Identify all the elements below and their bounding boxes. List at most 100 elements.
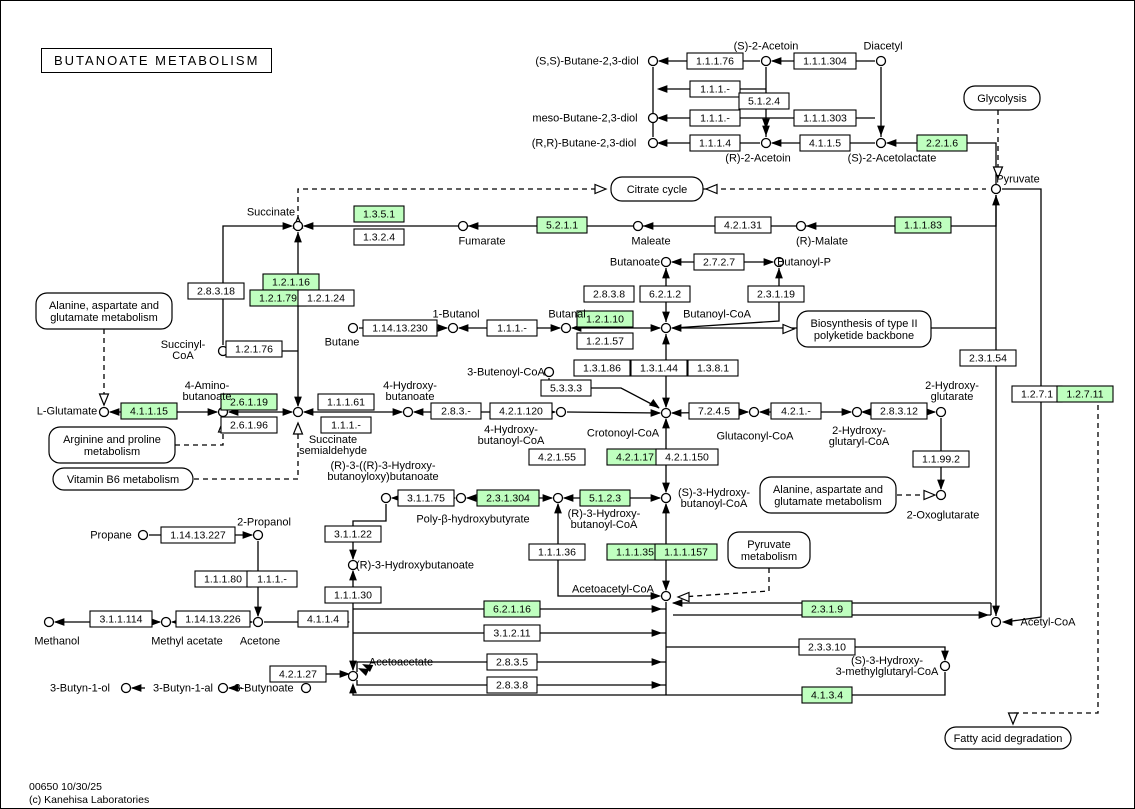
enzyme-box-4-2-1[interactable]: 4.2.1.- [770, 402, 822, 420]
compound-node[interactable] [647, 137, 659, 149]
compound-node[interactable] [660, 256, 672, 268]
compound-node[interactable] [760, 137, 772, 149]
compound-node[interactable] [660, 492, 672, 504]
enzyme-box-1-1-1-83[interactable]: 1.1.1.83 [894, 216, 952, 234]
compound-node[interactable] [647, 55, 659, 67]
enzyme-box-1-1-1[interactable]: 1.1.1.- [320, 416, 372, 434]
enzyme-box-4-2-1-17[interactable]: 4.2.1.17 [606, 448, 664, 466]
compound-node[interactable] [447, 322, 459, 334]
enzyme-box-2-6-1-96[interactable]: 2.6.1.96 [220, 416, 278, 434]
enzyme-box-5-1-2-3[interactable]: 5.1.2.3 [579, 489, 631, 507]
compound-node[interactable] [457, 220, 469, 232]
enzyme-box-4-2-1-150[interactable]: 4.2.1.150 [655, 448, 719, 466]
compound-node[interactable] [217, 682, 229, 694]
enzyme-box-1-1-1[interactable]: 1.1.1.- [689, 80, 741, 98]
compound-node[interactable] [160, 616, 172, 628]
enzyme-box-2-3-1-9[interactable]: 2.3.1.9 [801, 600, 853, 618]
enzyme-box-2-7-2-7[interactable]: 2.7.2.7 [693, 253, 745, 271]
enzyme-box-1-1-1-303[interactable]: 1.1.1.303 [793, 109, 857, 127]
enzyme-box-2-8-3-8[interactable]: 2.8.3.8 [583, 285, 635, 303]
compound-node[interactable] [795, 220, 807, 232]
enzyme-box-3-1-2-11[interactable]: 3.1.2.11 [483, 624, 541, 642]
enzyme-box-1-1-1-76[interactable]: 1.1.1.76 [686, 52, 744, 70]
compound-node[interactable] [455, 492, 467, 504]
enzyme-box-1-3-1-44[interactable]: 1.3.1.44 [630, 359, 688, 377]
compound-node[interactable] [632, 220, 644, 232]
compound-node[interactable] [552, 492, 564, 504]
enzyme-box-1-1-1-157[interactable]: 1.1.1.157 [654, 543, 718, 561]
compound-node[interactable] [347, 559, 359, 571]
enzyme-box-1-1-1-36[interactable]: 1.1.1.36 [528, 543, 586, 561]
enzyme-box-2-8-3-18[interactable]: 2.8.3.18 [187, 282, 245, 300]
pathway-link-glycolysis[interactable]: Glycolysis [963, 85, 1041, 111]
enzyme-box-1-1-1[interactable]: 1.1.1.- [486, 319, 538, 337]
enzyme-box-1-2-1-76[interactable]: 1.2.1.76 [225, 340, 283, 358]
enzyme-box-4-1-3-4[interactable]: 4.1.3.4 [801, 686, 853, 704]
enzyme-box-1-14-13-227[interactable]: 1.14.13.227 [160, 526, 236, 544]
enzyme-box-1-2-1-79[interactable]: 1.2.1.79 [249, 289, 307, 307]
compound-node[interactable] [560, 322, 572, 334]
enzyme-box-1-2-7-11[interactable]: 1.2.7.11 [1056, 385, 1114, 403]
enzyme-box-2-8-3-12[interactable]: 2.8.3.12 [870, 402, 928, 420]
enzyme-box-4-2-1-31[interactable]: 4.2.1.31 [714, 216, 772, 234]
enzyme-box-2-8-3-5[interactable]: 2.8.3.5 [486, 653, 538, 671]
compound-node[interactable] [851, 406, 863, 418]
compound-node[interactable] [939, 660, 951, 672]
enzyme-box-1-1-1-35[interactable]: 1.1.1.35 [606, 543, 664, 561]
compound-node[interactable] [300, 682, 312, 694]
enzyme-box-2-3-3-10[interactable]: 2.3.3.10 [798, 638, 856, 656]
enzyme-box-1-3-5-1[interactable]: 1.3.5.1 [353, 205, 405, 223]
enzyme-box-1-2-1-57[interactable]: 1.2.1.57 [576, 332, 634, 350]
compound-node[interactable] [990, 616, 1002, 628]
compound-node[interactable] [252, 529, 264, 541]
enzyme-box-7-2-4-5[interactable]: 7.2.4.5 [688, 402, 740, 420]
compound-node[interactable] [773, 256, 785, 268]
enzyme-box-6-2-1-2[interactable]: 6.2.1.2 [639, 285, 691, 303]
enzyme-box-1-2-1-24[interactable]: 1.2.1.24 [297, 289, 355, 307]
compound-node[interactable] [402, 406, 414, 418]
enzyme-box-4-1-1-15[interactable]: 4.1.1.15 [120, 402, 178, 420]
enzyme-box-1-2-7-1[interactable]: 1.2.7.1 [1011, 385, 1063, 403]
enzyme-box-1-3-2-4[interactable]: 1.3.2.4 [353, 228, 405, 246]
compound-node[interactable] [98, 406, 110, 418]
compound-node[interactable] [292, 220, 304, 232]
enzyme-box-1-1-1[interactable]: 1.1.1.- [246, 570, 298, 588]
compound-node[interactable] [555, 406, 567, 418]
enzyme-box-3-1-1-75[interactable]: 3.1.1.75 [397, 489, 455, 507]
compound-node[interactable] [875, 137, 887, 149]
enzyme-box-4-1-1-4[interactable]: 4.1.1.4 [297, 610, 349, 628]
enzyme-box-6-2-1-16[interactable]: 6.2.1.16 [483, 600, 541, 618]
compound-node[interactable] [137, 529, 149, 541]
enzyme-box-5-2-1-1[interactable]: 5.2.1.1 [536, 216, 588, 234]
compound-node[interactable] [647, 112, 659, 124]
enzyme-box-1-2-1-16[interactable]: 1.2.1.16 [262, 273, 320, 291]
enzyme-box-1-1-1-30[interactable]: 1.1.1.30 [324, 586, 382, 604]
compound-node[interactable] [748, 406, 760, 418]
enzyme-box-1-3-8-1[interactable]: 1.3.8.1 [687, 359, 739, 377]
compound-node[interactable] [935, 406, 947, 418]
enzyme-box-2-3-1-19[interactable]: 2.3.1.19 [747, 285, 805, 303]
enzyme-box-4-2-1-27[interactable]: 4.2.1.27 [269, 665, 327, 683]
compound-node[interactable] [990, 183, 1002, 195]
enzyme-box-4-1-1-5[interactable]: 4.1.1.5 [799, 134, 851, 152]
enzyme-box-3-1-1-22[interactable]: 3.1.1.22 [324, 525, 382, 543]
compound-node[interactable] [347, 322, 359, 334]
enzyme-box-1-1-1-61[interactable]: 1.1.1.61 [317, 393, 375, 411]
compound-node[interactable] [120, 682, 132, 694]
enzyme-box-2-8-3[interactable]: 2.8.3.- [430, 402, 482, 420]
pathway-link-fatty-acid-degradation[interactable]: Fatty acid degradation [944, 726, 1072, 750]
compound-node[interactable] [660, 322, 672, 334]
pathway-link-citrate-cycle[interactable]: Citrate cycle [610, 176, 704, 202]
compound-node[interactable] [43, 616, 55, 628]
enzyme-box-1-14-13-230[interactable]: 1.14.13.230 [362, 319, 438, 337]
enzyme-box-1-2-1-10[interactable]: 1.2.1.10 [576, 310, 634, 328]
enzyme-box-2-8-3-8[interactable]: 2.8.3.8 [486, 676, 538, 694]
pathway-link-vitamin-b6-metabolism[interactable]: Vitamin B6 metabolism [52, 467, 194, 491]
compound-node[interactable] [380, 492, 392, 504]
compound-node[interactable] [543, 366, 555, 378]
enzyme-box-5-1-2-4[interactable]: 5.1.2.4 [738, 92, 790, 110]
compound-node[interactable] [760, 55, 772, 67]
